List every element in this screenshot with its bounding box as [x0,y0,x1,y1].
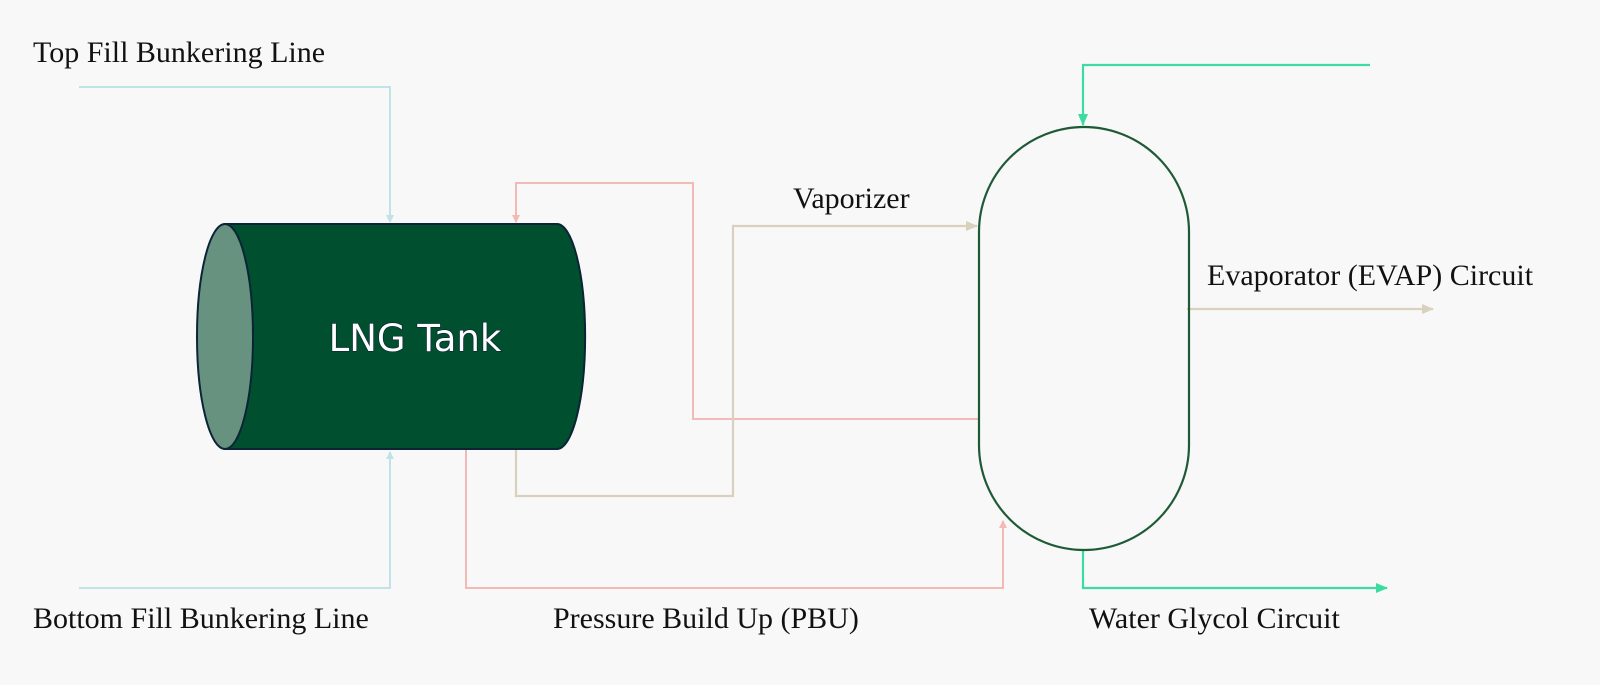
lng-tank-label: LNG Tank [329,317,502,360]
lng-tank-body [224,223,587,450]
vaporizer-line [514,221,978,498]
top-fill-bunkering-line [79,86,394,223]
bottom-fill-bunkering-line [79,451,394,589]
water-glycol-label: Water Glycol Circuit [1089,602,1341,635]
glycol-inlet-line [1078,63,1370,126]
glycol-outlet-line [1081,550,1388,593]
bottom-fill-label: Bottom Fill Bunkering Line [33,602,369,635]
pbu-return-line [512,182,979,420]
pbu-supply-line [465,449,1007,589]
lng-tank: LNG Tank [196,223,587,450]
evap-circuit-label: Evaporator (EVAP) Circuit [1207,259,1534,292]
top-fill-label: Top Fill Bunkering Line [33,36,325,69]
pbu-label: Pressure Build Up (PBU) [553,602,859,635]
lng-tank-end-cap [196,223,254,450]
vaporizer-vessel [977,125,1191,552]
vaporizer-label: Vaporizer [793,182,910,215]
